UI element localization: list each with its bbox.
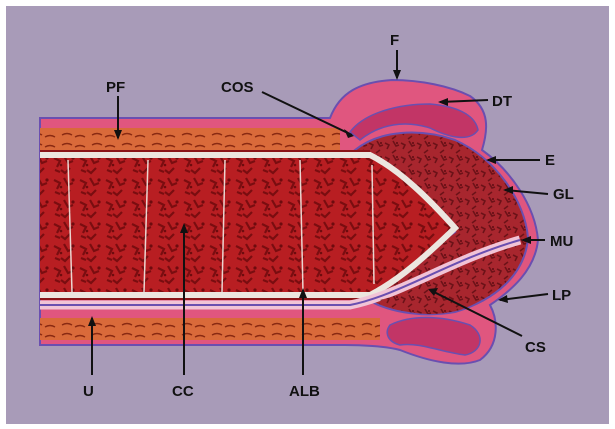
label-LP: LP	[552, 287, 571, 304]
label-U: U	[83, 383, 94, 400]
label-GL: GL	[553, 186, 574, 203]
label-F: F	[390, 32, 399, 49]
label-CC: CC	[172, 383, 194, 400]
penile-fascia-upper	[40, 128, 340, 150]
label-E: E	[545, 152, 555, 169]
label-CS: CS	[525, 339, 546, 356]
label-ALB: ALB	[289, 383, 320, 400]
label-COS: COS	[221, 79, 254, 96]
corpus-cavernosum	[40, 155, 455, 295]
label-MU: MU	[550, 233, 573, 250]
label-PF: PF	[106, 79, 125, 96]
label-DT: DT	[492, 93, 512, 110]
